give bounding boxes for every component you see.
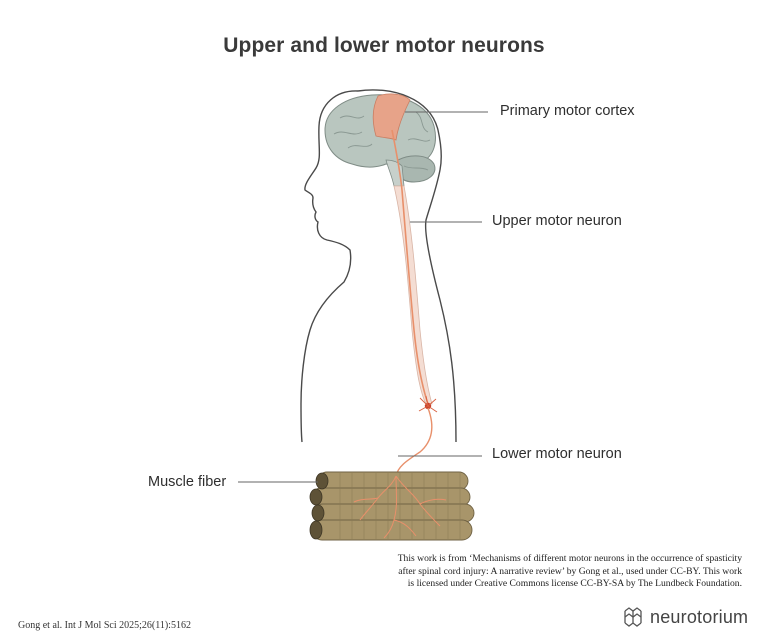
label-primary-motor-cortex: Primary motor cortex xyxy=(500,103,635,119)
lower-motor-neuron-cell-body xyxy=(418,395,438,413)
credit-line-1: This work is from ‘Mechanisms of differe… xyxy=(397,553,742,564)
body-silhouette xyxy=(300,90,359,443)
diagram-title: Upper and lower motor neurons xyxy=(223,34,545,57)
credit-line-3: is licensed under Creative Commons licen… xyxy=(407,578,742,590)
brand-name: neurotorium xyxy=(650,606,749,627)
upper-motor-neuron-axon xyxy=(391,129,429,405)
label-upper-motor-neuron: Upper motor neuron xyxy=(492,213,622,229)
muscle-fiber-bundle xyxy=(309,471,475,541)
citation: Gong et al. Int J Mol Sci 2025;26(11):51… xyxy=(18,620,191,631)
brand-logo: neurotorium xyxy=(622,606,748,628)
label-muscle-fiber: Muscle fiber xyxy=(148,474,227,490)
lower-motor-neuron-axon xyxy=(395,407,433,477)
brain xyxy=(324,93,436,187)
credit-line-2: after spinal cord injury: A narrative re… xyxy=(398,565,742,577)
back-silhouette xyxy=(424,169,457,443)
head-back-outline xyxy=(357,89,443,171)
primary-motor-cortex-region xyxy=(372,93,411,141)
spinal-cord xyxy=(393,185,433,405)
neurotorium-logo-icon xyxy=(624,607,642,627)
label-lower-motor-neuron: Lower motor neuron xyxy=(492,446,622,462)
license-credit: This work is from ‘Mechanisms of differe… xyxy=(360,553,742,591)
